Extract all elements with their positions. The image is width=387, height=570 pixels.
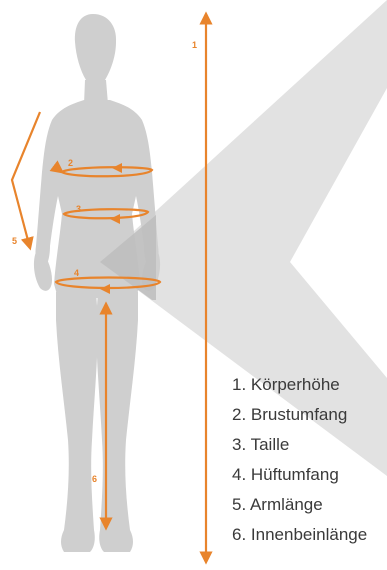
legend-item-hip: 4. Hüftumfang xyxy=(232,460,367,490)
legend-item-inseam: 6. Innenbeinlänge xyxy=(232,520,367,550)
marker-label-5: 5 xyxy=(12,236,17,246)
legend-item-arm-length: 5. Armlänge xyxy=(232,490,367,520)
marker-label-2: 2 xyxy=(68,158,73,168)
measurement-legend: 1. Körperhöhe 2. Brustumfang 3. Taille 4… xyxy=(232,370,367,550)
marker-label-3: 3 xyxy=(76,204,81,214)
marker-label-4: 4 xyxy=(74,268,79,278)
marker-label-1: 1 xyxy=(192,40,197,50)
marker-label-6: 6 xyxy=(92,474,97,484)
legend-item-body-height: 1. Körperhöhe xyxy=(232,370,367,400)
arm-measure-line xyxy=(12,112,40,248)
legend-item-chest: 2. Brustumfang xyxy=(232,400,367,430)
legend-item-waist: 3. Taille xyxy=(232,430,367,460)
